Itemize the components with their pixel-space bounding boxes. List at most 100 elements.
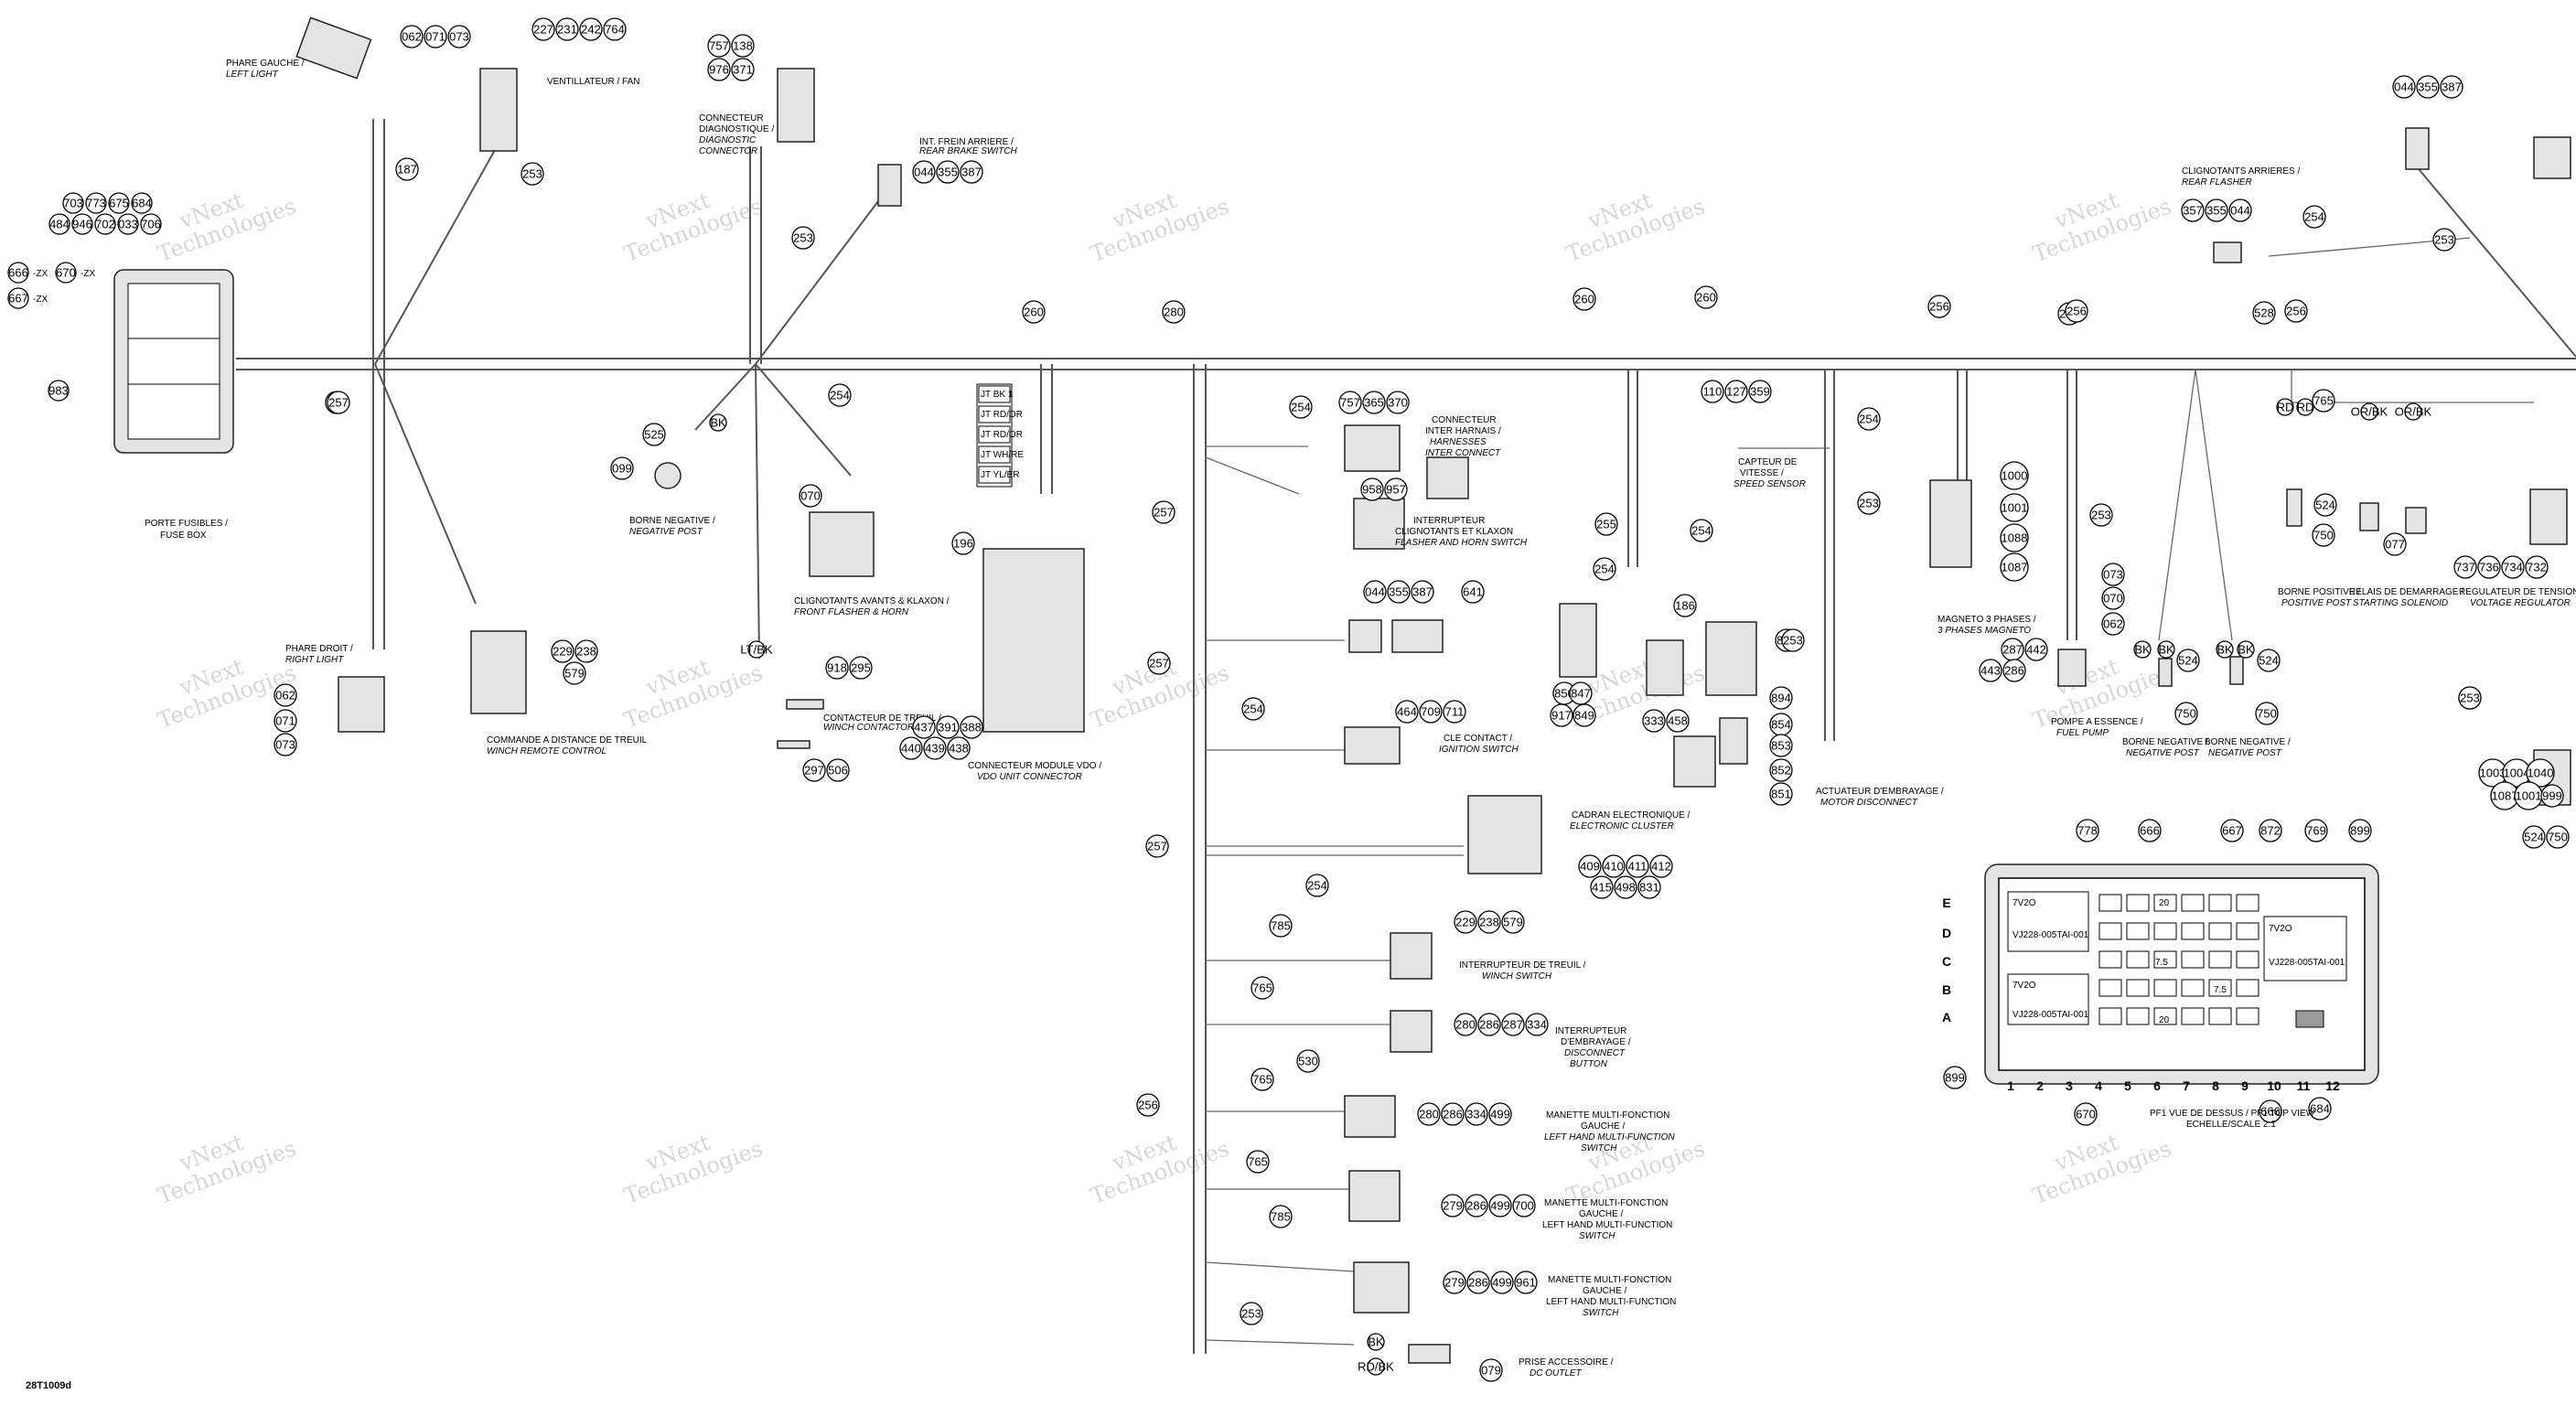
ref-number: 062	[275, 689, 295, 702]
pf1-col-label: 5	[2124, 1078, 2131, 1093]
svg-text:ACTUATEUR D'EMBRAYAGE /: ACTUATEUR D'EMBRAYAGE /	[1816, 787, 1944, 797]
svg-text:JT YL/BR: JT YL/BR	[981, 470, 1019, 480]
ref-bubble	[947, 736, 971, 760]
ref-number: 099	[612, 462, 632, 476]
ref-number: 355	[938, 166, 958, 179]
pf1-col-label: 2	[2036, 1078, 2044, 1093]
harness-ref-number: 254	[1291, 401, 1311, 414]
ref-bubble	[551, 639, 574, 663]
svg-text:A: A	[1942, 1010, 1951, 1024]
svg-text:703: 703	[63, 197, 83, 210]
ref-number: 355	[2418, 80, 2438, 94]
svg-text:PF1 VUE DE DESSUS / PF1 TOP VI: PF1 VUE DE DESSUS / PF1 TOP VIEW	[2150, 1109, 2315, 1119]
svg-text:WINCH SWITCH: WINCH SWITCH	[1482, 971, 1552, 981]
harness-ref-number: 253	[2091, 509, 2111, 522]
pf1-ref-bubble	[2259, 1099, 2282, 1123]
ref-bubble	[2522, 825, 2546, 849]
ref-bubble	[2255, 702, 2279, 725]
svg-text:033: 033	[118, 218, 138, 231]
pf1-cell	[2181, 950, 2205, 969]
pf1-ref-number: 872	[2260, 824, 2281, 838]
ref-bubble	[1360, 477, 1384, 501]
pf1-ref-number: 899	[1945, 1071, 1965, 1085]
harness-ref-bubble	[1594, 512, 1618, 536]
ref-number: 524	[2315, 499, 2335, 512]
harness-ref-bubble	[2302, 205, 2326, 229]
ref-bubble	[2383, 532, 2407, 556]
svg-text:BK: BK	[710, 416, 726, 430]
harness-ref-bubble	[1572, 287, 1596, 311]
ref-bubble	[1550, 703, 1573, 727]
harness-ref-bubble	[2284, 299, 2308, 323]
harness-ref-number: 253	[1783, 634, 1803, 648]
ref-bubble	[274, 733, 297, 756]
svg-text:JT WH/RE: JT WH/RE	[981, 450, 1024, 460]
svg-text:BORNE NEGATIVE /: BORNE NEGATIVE /	[2122, 737, 2208, 747]
pf1-cell	[2098, 894, 2122, 912]
ref-bubble	[960, 715, 983, 739]
ref-number: 894	[1771, 692, 1791, 705]
ref-number: 242	[581, 23, 601, 37]
harness-ref-bubble	[1694, 285, 1718, 309]
harness-ref-number: 256	[1138, 1099, 1158, 1112]
ref-bubble	[2453, 555, 2477, 579]
svg-text:VENTILLATEUR / FAN: VENTILLATEUR / FAN	[547, 77, 640, 87]
svg-text:CLIGNOTANTS ET KLAXON: CLIGNOTANTS ET KLAXON	[1395, 527, 1513, 537]
pf1-cell	[2153, 950, 2177, 969]
svg-text:BK: BK	[2134, 643, 2151, 657]
wire-tags: RD RD OR/BK OR/BK BK BK BK BK LT/BK BK B…	[709, 398, 2432, 1376]
svg-text:D: D	[1942, 926, 1951, 940]
ref-number: 127	[1726, 385, 1746, 399]
ref-bubble	[1572, 703, 1596, 727]
svg-text:RIGHT LIGHT: RIGHT LIGHT	[285, 655, 344, 665]
ref-number: 334	[1466, 1108, 1487, 1121]
pf1-cell	[2236, 922, 2259, 940]
pf1-cell	[2126, 950, 2150, 969]
svg-text:FUSE BOX: FUSE BOX	[160, 531, 207, 541]
ref-bubble	[1490, 1271, 1514, 1294]
ref-bubble	[2440, 75, 2463, 99]
harness-ref-bubble	[2432, 228, 2456, 252]
ref-bubble	[960, 160, 983, 184]
pf1-col-label: 3	[2066, 1078, 2073, 1093]
harness-ref-number: 254	[1243, 702, 1263, 716]
harness-ref-bubble	[521, 162, 544, 186]
ref-bubble	[2024, 638, 2048, 661]
harness-ref-bubble	[1136, 1093, 1160, 1117]
pf1-ref-bubble	[2076, 819, 2099, 842]
ref-number: 750	[2313, 529, 2334, 542]
ref-number: 757	[709, 39, 729, 53]
ref-bubble	[1419, 700, 1443, 724]
svg-text:702: 702	[95, 218, 115, 231]
pf1-cell	[2098, 979, 2122, 997]
ref-number: 437	[914, 721, 934, 735]
ref-bubble	[2000, 523, 2029, 552]
ref-bubble	[424, 25, 447, 48]
ref-bubble	[610, 456, 634, 480]
ref-number: 412	[1651, 860, 1671, 874]
svg-text:DIAGNOSTIC: DIAGNOSTIC	[699, 135, 757, 145]
ref-number: 073	[2103, 568, 2123, 582]
pf1-ref-number: 670	[2076, 1108, 2096, 1121]
harness-ref-bubble	[1246, 1150, 1270, 1174]
ref-number: 958	[1362, 483, 1382, 497]
ref-number: 280	[1455, 1018, 1476, 1032]
ref-bubble	[1465, 1102, 1488, 1126]
ref-number: 286	[2004, 664, 2024, 678]
pf1-ref-number: 778	[2077, 824, 2098, 838]
ref-number: 073	[275, 738, 295, 752]
svg-text:CONNECTEUR: CONNECTEUR	[1432, 415, 1497, 425]
pf1-ref-bubble	[2304, 819, 2328, 842]
harness-ref-bubble	[1147, 651, 1171, 675]
harness-ref-number: 253	[2434, 233, 2454, 247]
ref-bubble	[731, 34, 755, 58]
svg-text:INTERRUPTEUR DE TREUIL /: INTERRUPTEUR DE TREUIL /	[1459, 960, 1586, 971]
pf1-cell	[2236, 950, 2259, 969]
harness-ref-bubble	[1305, 874, 1329, 897]
pf1-ref-bubble	[1943, 1066, 1967, 1089]
pf1-cell	[2126, 894, 2150, 912]
ref-number: 070	[800, 489, 821, 503]
pf1-col-label: 4	[2095, 1078, 2102, 1093]
pf1-ref-number: 666	[2260, 1105, 2281, 1119]
svg-text:CADRAN ELECTRONIQUE /: CADRAN ELECTRONIQUE /	[1572, 810, 1690, 820]
